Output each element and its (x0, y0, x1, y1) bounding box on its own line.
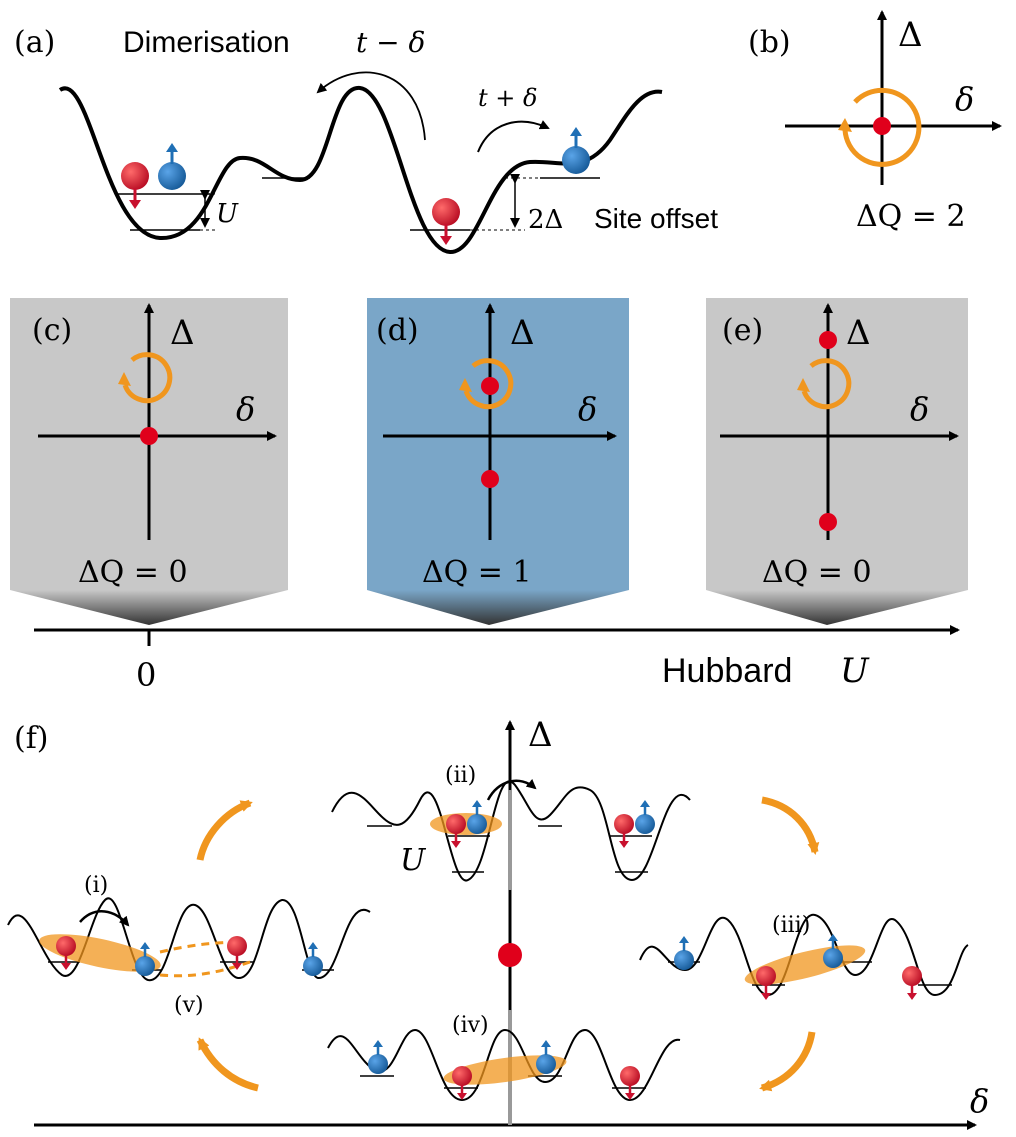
hubbard-axis-label: Hubbard (662, 652, 792, 690)
panel-a: (a) Dimerisation t − δ t + δ U 2Δ Site o… (14, 25, 718, 255)
panel-e-background (706, 298, 968, 590)
hop-arrow (486, 778, 537, 801)
spin-down-particle (756, 966, 776, 1000)
dimerisation-title: Dimerisation (123, 26, 290, 59)
pump-loop (122, 352, 173, 404)
hop-right-label: t + δ (478, 84, 537, 112)
singularity-point (873, 117, 891, 135)
spin-down-particle (432, 198, 460, 245)
hop-right-arrow (477, 120, 550, 153)
y-axis-label: Δ (898, 15, 923, 55)
spin-up-particle (368, 1040, 388, 1074)
panel-e: (e) Δ δ ΔQ = 0 (706, 298, 968, 625)
panel-f: (f) Δ δ (7, 715, 989, 1130)
spin-up-particle (674, 936, 694, 970)
panel-a-tag: (a) (14, 25, 55, 60)
u-label: U (400, 843, 427, 878)
pump-loop (842, 87, 922, 167)
pump-loop-arrowhead (459, 378, 472, 392)
x-axis-label: δ (970, 1082, 989, 1120)
stage-i-label: (i) (84, 873, 108, 898)
pump-loop-arrowhead (118, 372, 131, 386)
y-axis-label: Δ (528, 715, 553, 755)
spin-down-particle (446, 814, 466, 848)
panel-d-tag: (d) (376, 313, 419, 348)
panel-b: (b) Δ δ ΔQ = 2 (748, 10, 1002, 234)
spin-down-particle (56, 936, 76, 970)
virtual-pair-link (159, 960, 251, 978)
spin-up-particle (635, 800, 655, 834)
cycle-arrow (196, 799, 253, 861)
pump-loop (801, 358, 852, 410)
chern-label: ΔQ = 1 (422, 555, 532, 590)
pump-loop-arrowhead (838, 118, 852, 132)
lattice-potential (639, 913, 969, 997)
hop-left-arrow (316, 71, 426, 141)
panel-d-pointer (367, 590, 629, 625)
panel-d: (d) Δ δ ΔQ = 1 (367, 298, 629, 625)
spin-down-particle (121, 162, 149, 209)
spin-down-particle (620, 1066, 640, 1100)
pair-cloud (443, 1055, 567, 1085)
offset-label: 2Δ (528, 205, 563, 235)
y-axis-label: Δ (170, 313, 195, 353)
lattice-stage-iv: (iv) (327, 1013, 681, 1102)
spin-up-particle (303, 942, 323, 976)
spin-up-particle (823, 934, 843, 968)
panel-b-tag: (b) (748, 25, 791, 60)
hubbard-axis: 0 Hubbard U (34, 625, 960, 694)
stage-v-label: (v) (174, 993, 204, 1018)
hop-arrow (79, 910, 130, 927)
spin-up-particle (135, 942, 155, 976)
chern-label: ΔQ = 2 (856, 199, 966, 234)
spin-up-particle (158, 143, 186, 190)
spin-down-particle (902, 966, 922, 1000)
singularity-point (819, 513, 837, 531)
chern-label: ΔQ = 0 (762, 555, 872, 590)
cycle-arrow (196, 1037, 259, 1092)
panel-c-pointer (10, 590, 288, 625)
singularity-point (481, 377, 499, 395)
pump-loop (463, 358, 514, 410)
u-label: U (216, 199, 239, 229)
y-axis-label: Δ (510, 313, 535, 353)
panel-c-tag: (c) (32, 313, 72, 348)
stage-iv-label: (iv) (452, 1013, 489, 1038)
lattice-stage-i: (i) (v) (7, 873, 371, 1018)
spin-up-particle (562, 127, 590, 174)
x-axis-label: δ (910, 390, 929, 428)
lattice-potential (331, 780, 691, 882)
lattice-stage-iii: (iii) (639, 913, 969, 1000)
x-axis-label: δ (236, 390, 255, 428)
spin-down-particle (227, 936, 247, 970)
spin-up-particle (467, 800, 487, 834)
chern-label: ΔQ = 0 (78, 555, 188, 590)
panel-d-background (367, 298, 629, 590)
pump-loop-arrowhead (797, 378, 810, 392)
stage-iii-label: (iii) (772, 913, 810, 938)
spin-down-particle (452, 1066, 472, 1100)
panel-e-tag: (e) (722, 313, 763, 348)
y-axis-label: Δ (846, 313, 871, 353)
stage-ii-label: (ii) (445, 763, 476, 788)
singularity-point (481, 470, 499, 488)
singularity-point (498, 943, 522, 967)
site-offset-text: Site offset (594, 203, 718, 234)
spin-down-particle (614, 814, 634, 848)
lattice-stage-ii: (ii) U (331, 763, 691, 882)
panel-c: (c) Δ δ ΔQ = 0 (10, 298, 288, 625)
cycle-arrow (761, 796, 820, 855)
zero-tick-label: 0 (136, 656, 156, 694)
x-axis-label: δ (955, 80, 974, 118)
hubbard-axis-variable: U (840, 651, 870, 691)
panel-e-pointer (706, 590, 968, 625)
cycle-arrow (759, 1031, 816, 1092)
singularity-point (819, 331, 837, 349)
spin-up-particle (536, 1040, 556, 1074)
singularity-point (140, 427, 158, 445)
panel-f-tag: (f) (14, 721, 49, 756)
x-axis-label: δ (578, 390, 597, 428)
hop-left-label: t − δ (356, 26, 425, 59)
